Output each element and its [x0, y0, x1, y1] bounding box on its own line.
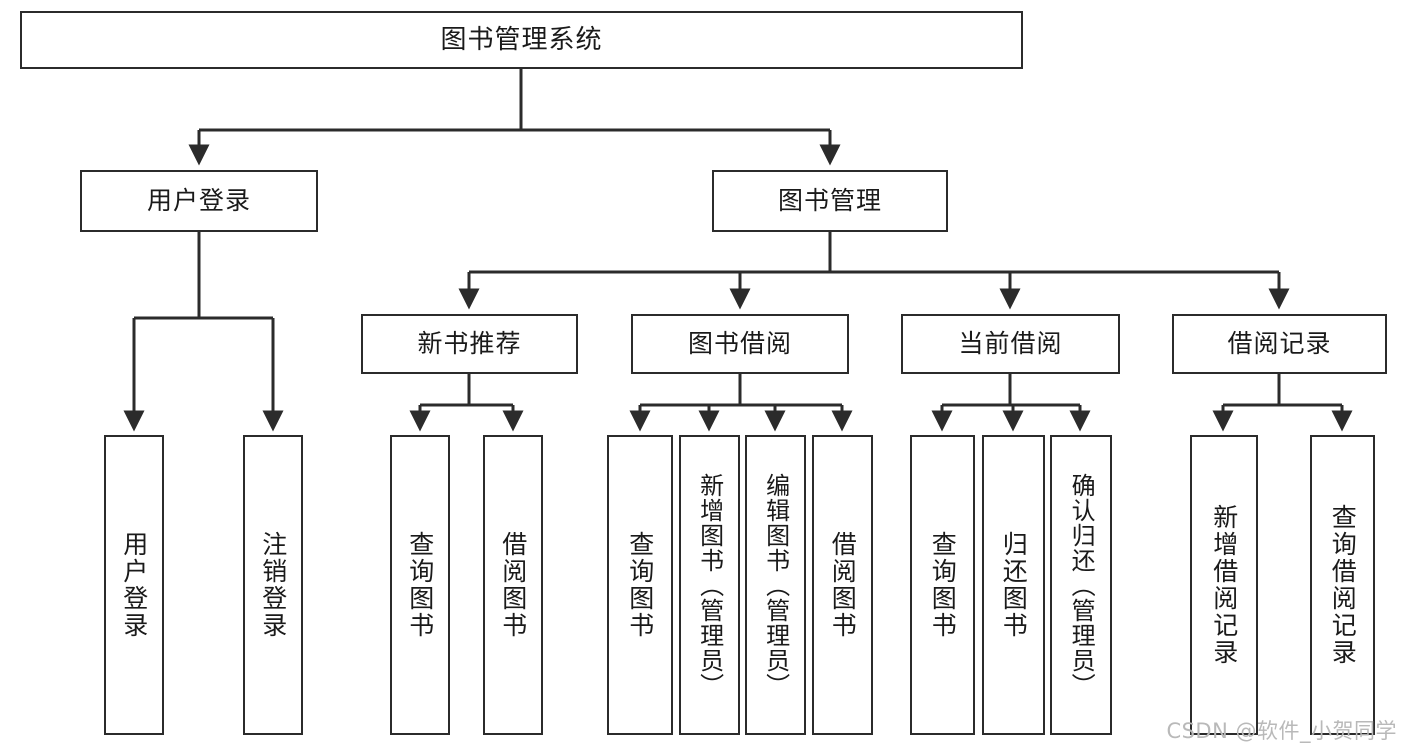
node-borrow-record[interactable]: 借阅记录 — [1172, 314, 1387, 374]
node-user-login[interactable]: 用户登录 — [80, 170, 318, 232]
leaf-new-book-borrow[interactable]: 借阅图书 — [483, 435, 543, 735]
leaf-new-book-query[interactable]: 查询图书 — [390, 435, 450, 735]
leaf-user-login-logout[interactable]: 注销登录 — [243, 435, 303, 735]
leaf-borrow-borrow-book[interactable]: 借阅图书 — [812, 435, 873, 735]
leaf-borrow-edit-book-admin[interactable]: 编辑图书（管理员） — [745, 435, 806, 735]
node-root-system[interactable]: 图书管理系统 — [20, 11, 1023, 69]
node-book-management[interactable]: 图书管理 — [712, 170, 948, 232]
leaf-current-query-book[interactable]: 查询图书 — [910, 435, 975, 735]
leaf-user-login-login[interactable]: 用户登录 — [104, 435, 164, 735]
leaf-current-return-book[interactable]: 归还图书 — [982, 435, 1045, 735]
node-new-book-recommend[interactable]: 新书推荐 — [361, 314, 578, 374]
leaf-borrow-add-book-admin[interactable]: 新增图书（管理员） — [679, 435, 740, 735]
node-current-borrow[interactable]: 当前借阅 — [901, 314, 1120, 374]
leaf-record-add-record[interactable]: 新增借阅记录 — [1190, 435, 1258, 735]
leaf-record-query-record[interactable]: 查询借阅记录 — [1310, 435, 1375, 735]
leaf-borrow-query-book[interactable]: 查询图书 — [607, 435, 673, 735]
node-book-borrow[interactable]: 图书借阅 — [631, 314, 849, 374]
csdn-watermark: CSDN @软件_小贺同学 — [1166, 719, 1397, 743]
leaf-current-confirm-return-admin[interactable]: 确认归还（管理员） — [1050, 435, 1112, 735]
